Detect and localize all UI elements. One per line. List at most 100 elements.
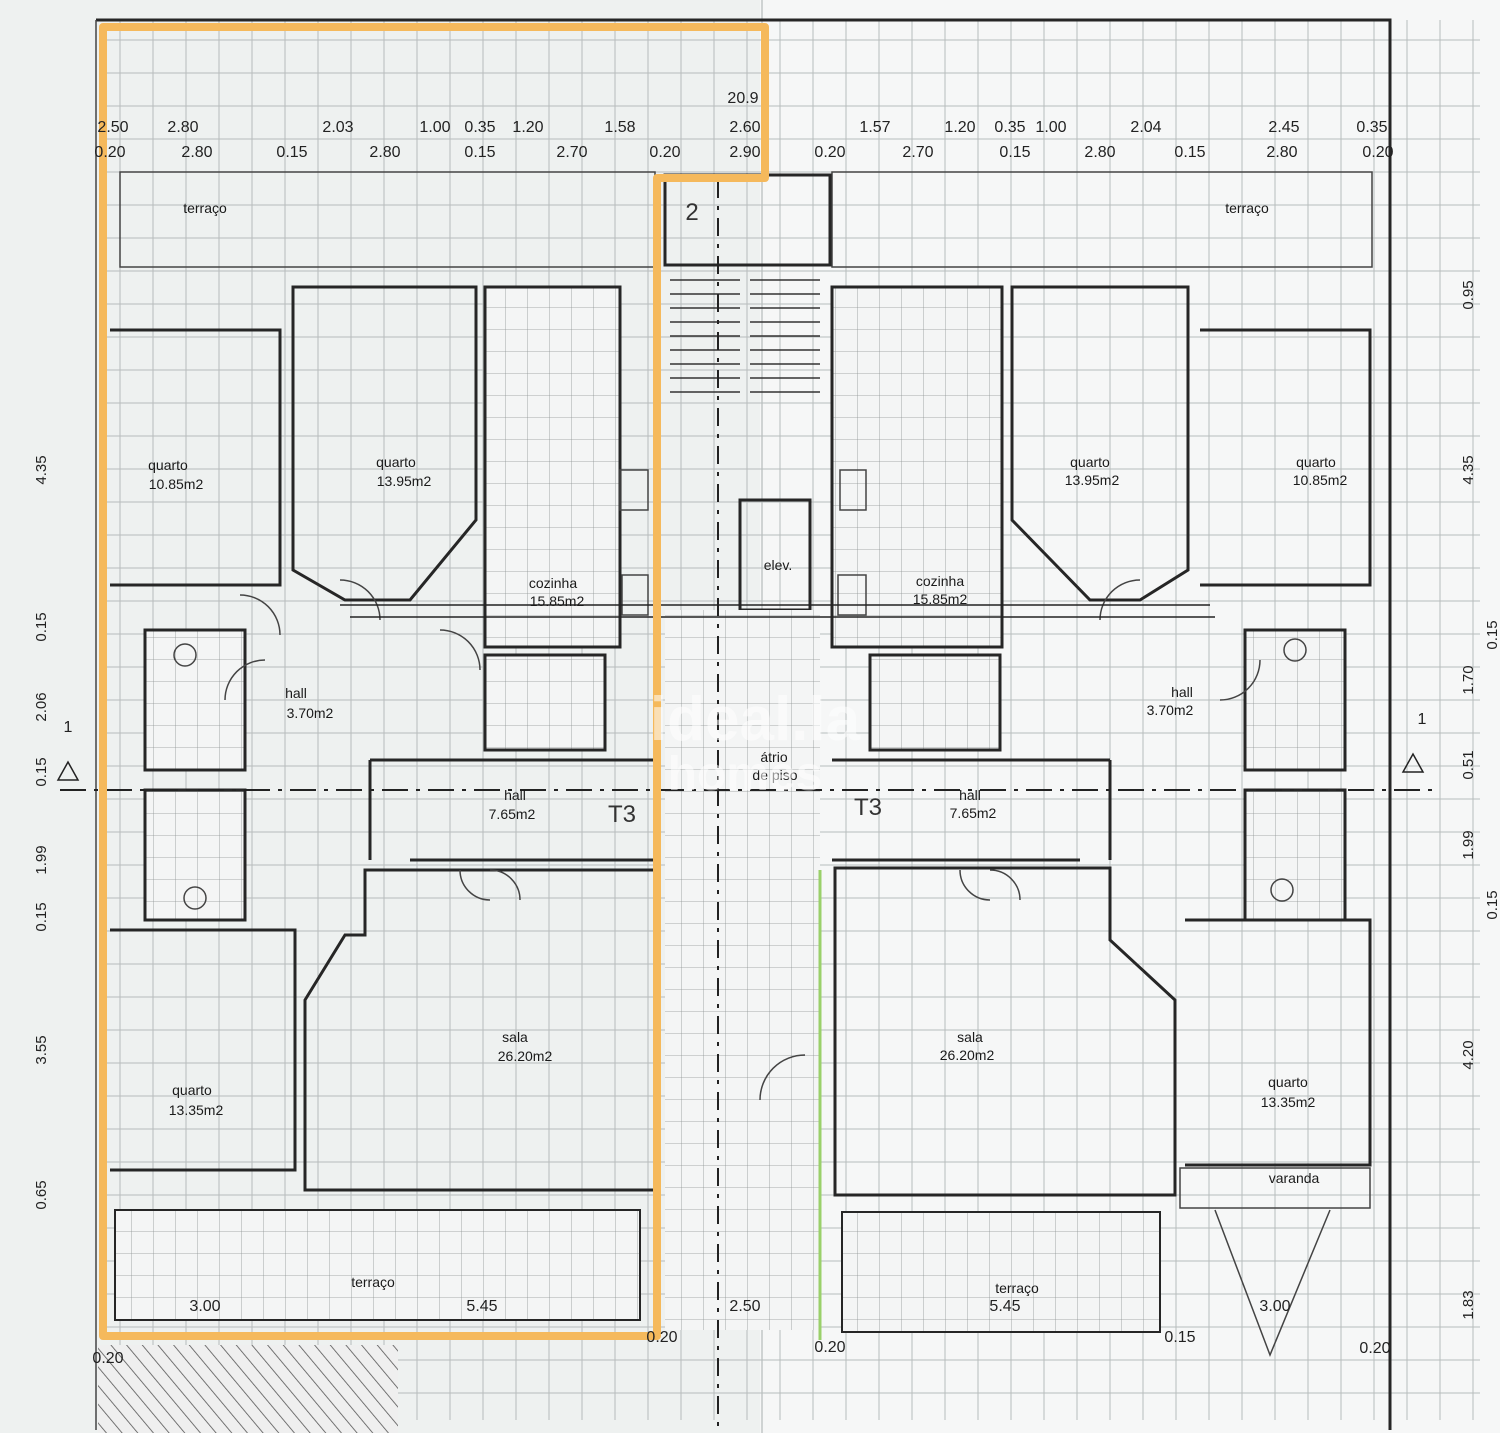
section-marker-right bbox=[1401, 752, 1425, 773]
label-quarto-right-a: quarto bbox=[1070, 454, 1110, 470]
label-sala-right: sala bbox=[957, 1029, 983, 1045]
terrace-bottom-right bbox=[841, 1211, 1161, 1333]
unit-type-left: T3 bbox=[608, 801, 636, 828]
area-hall-left-big: 7.65m2 bbox=[489, 806, 536, 822]
bathroom-left-b bbox=[143, 788, 247, 922]
dimension-label: 0.20 bbox=[92, 1350, 123, 1367]
dimension-label: 0.20 bbox=[94, 144, 125, 161]
dimension-label: 0.35 bbox=[1356, 119, 1387, 136]
area-quarto-left-c: 13.35m2 bbox=[169, 1102, 224, 1118]
door-swing bbox=[224, 659, 266, 701]
area-quarto-right-c: 13.35m2 bbox=[1261, 1094, 1316, 1110]
area-cozinha-right: 15.85m2 bbox=[913, 591, 968, 607]
dimension-label: 0.15 bbox=[1174, 144, 1205, 161]
dimension-label: 3.00 bbox=[189, 1298, 220, 1315]
label-terraco-bottom-right: terraço bbox=[995, 1280, 1039, 1296]
toilet-icon bbox=[1270, 878, 1294, 902]
dimension-label: 0.51 bbox=[1460, 750, 1477, 779]
room-quarto-left-c bbox=[110, 928, 297, 1172]
dimension-label: 0.15 bbox=[33, 902, 50, 931]
dimension-label: 2.90 bbox=[729, 144, 760, 161]
dimension-label: 0.35 bbox=[464, 119, 495, 136]
dimension-label: 5.45 bbox=[466, 1298, 497, 1315]
label-cozinha-right: cozinha bbox=[916, 573, 964, 589]
room-quarto-right-a bbox=[1010, 285, 1190, 602]
dimension-label: 0.20 bbox=[646, 1329, 677, 1346]
section-number-right: 1 bbox=[1418, 711, 1427, 728]
bathroom-left-a bbox=[143, 628, 247, 772]
dimension-label: 0.20 bbox=[1359, 1340, 1390, 1357]
label-hall-right-big: hall bbox=[959, 787, 981, 803]
label-atrio-1: átrio bbox=[760, 749, 787, 765]
fridge-left bbox=[619, 469, 649, 511]
dimension-label: 1.00 bbox=[1035, 119, 1066, 136]
dimensions-right: 0.954.350.151.700.511.990.154.201.83 bbox=[1460, 280, 1500, 1319]
label-atrio-2: de piso bbox=[752, 767, 797, 783]
dimension-label: 0.95 bbox=[1460, 280, 1477, 309]
label-quarto-left-b: quarto bbox=[376, 454, 416, 470]
area-quarto-right-a: 13.95m2 bbox=[1065, 472, 1120, 488]
stair-number: 2 bbox=[685, 199, 698, 226]
dimension-label: 0.15 bbox=[1484, 620, 1500, 649]
dimension-label: 2.04 bbox=[1130, 119, 1161, 136]
stove-right bbox=[837, 574, 867, 616]
dimension-label: 1.00 bbox=[419, 119, 450, 136]
hatched-ground bbox=[98, 1345, 398, 1433]
door-swing bbox=[759, 1054, 806, 1101]
dimension-label: 2.60 bbox=[729, 119, 760, 136]
dimension-label: 0.20 bbox=[649, 144, 680, 161]
room-quarto-right-c bbox=[1185, 918, 1372, 1167]
dimension-label: 5.45 bbox=[989, 1298, 1020, 1315]
area-sala-left: 26.20m2 bbox=[498, 1048, 553, 1064]
terrace-top-right bbox=[831, 171, 1373, 268]
label-elevator: elev. bbox=[764, 557, 793, 573]
bathroom-right-a bbox=[1243, 628, 1347, 772]
stove-left bbox=[621, 574, 649, 616]
dimension-label: 1.57 bbox=[859, 119, 890, 136]
label-quarto-left-c: quarto bbox=[172, 1082, 212, 1098]
area-sala-right: 26.20m2 bbox=[940, 1047, 995, 1063]
room-sala-right bbox=[833, 866, 1177, 1197]
dimension-label: 2.06 bbox=[33, 692, 50, 721]
dimension-label: 0.15 bbox=[1164, 1329, 1195, 1346]
atrio-floor bbox=[665, 610, 820, 1100]
dimension-label: 2.70 bbox=[902, 144, 933, 161]
unit-type-right: T3 bbox=[854, 794, 882, 821]
room-cozinha-right bbox=[830, 285, 1004, 649]
room-quarto-left-a bbox=[110, 328, 282, 587]
label-cozinha-left: cozinha bbox=[529, 575, 577, 591]
toilet-icon bbox=[183, 886, 207, 910]
dimension-label: 20.9 bbox=[727, 90, 758, 107]
room-quarto-left-b bbox=[291, 285, 478, 602]
room-quarto-right-b bbox=[1200, 328, 1372, 587]
dimension-label: 1.70 bbox=[1460, 665, 1477, 694]
dimension-label: 2.45 bbox=[1268, 119, 1299, 136]
dimension-label: 0.15 bbox=[1484, 890, 1500, 919]
watermark-logo: ideal.la bbox=[650, 685, 861, 754]
area-quarto-right-b: 10.85m2 bbox=[1293, 472, 1348, 488]
dimension-label: 2.70 bbox=[556, 144, 587, 161]
door-swing bbox=[339, 579, 381, 621]
double-door bbox=[459, 869, 521, 901]
dimension-label: 2.80 bbox=[1266, 144, 1297, 161]
dimension-label: 1.20 bbox=[944, 119, 975, 136]
toilet-icon bbox=[1283, 638, 1307, 662]
toilet-icon bbox=[173, 643, 197, 667]
dimension-label: 0.15 bbox=[999, 144, 1030, 161]
dimension-label: 2.80 bbox=[181, 144, 212, 161]
dimension-label: 1.99 bbox=[1460, 830, 1477, 859]
dimension-label: 3.00 bbox=[1259, 1298, 1290, 1315]
hall-left-walls bbox=[368, 758, 660, 862]
dimension-label: 1.58 bbox=[604, 119, 635, 136]
area-quarto-left-b: 13.95m2 bbox=[377, 473, 432, 489]
label-sala-left: sala bbox=[502, 1029, 528, 1045]
room-cozinha-left bbox=[483, 285, 622, 649]
terrace-bottom-left bbox=[114, 1209, 641, 1321]
bathroom-right-b bbox=[1243, 788, 1347, 922]
dimensions-left: 4.350.152.060.151.990.153.550.65 bbox=[33, 455, 50, 1209]
wc-right bbox=[868, 653, 1002, 752]
door-swing bbox=[1219, 659, 1261, 701]
